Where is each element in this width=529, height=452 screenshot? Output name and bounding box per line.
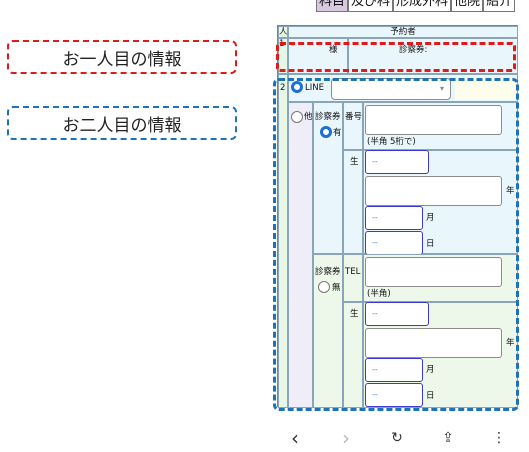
birth-era-input-2[interactable]: -- (365, 302, 429, 326)
day-label: 日 (426, 239, 435, 249)
number-label: 番号 (345, 112, 363, 122)
birth-era-value: -- (372, 157, 378, 166)
birth-day-value: -- (372, 238, 378, 247)
birth-era-value-2: -- (372, 309, 378, 318)
reservation-form: 人 予約者 1 " 様 診察券: 2 LINE ▾ 他 診察券 有 (277, 25, 518, 408)
line-extra (455, 78, 515, 100)
tel-input-cell: (半角) (363, 254, 518, 302)
share-icon[interactable]: ⇪ (442, 430, 454, 446)
tab-kamoku[interactable]: 科目 (316, 0, 349, 12)
birth-label-2: 生 (350, 309, 359, 319)
card-label: 診察券 (315, 112, 341, 122)
birth-label-cell: 生 (343, 150, 363, 254)
year-label: 年 (506, 186, 515, 196)
tab-oyobika[interactable]: 及び科 (348, 0, 394, 12)
line-label: LINE (305, 83, 324, 93)
number-label-cell: 番号 (343, 102, 363, 150)
tel-label-cell: TEL (343, 254, 363, 302)
month-label: 月 (426, 213, 435, 223)
browser-toolbar: ‹ › ↻ ⇪ ⋮ (276, 424, 518, 452)
tab-keisei[interactable]: 形成外科 (393, 0, 452, 12)
row2-index-label: 2 (280, 83, 286, 93)
other-radio[interactable] (291, 111, 303, 123)
row1-sama-label: 様 (329, 45, 338, 55)
year-label-2: 年 (506, 338, 515, 348)
birth-input-cell-2: -- 年 -- 月 -- 日 (363, 302, 518, 408)
chevron-down-icon: ▾ (439, 84, 444, 93)
tel-hint: (半角) (367, 289, 391, 299)
header-person-label: 人 (279, 27, 288, 37)
card-label-2: 診察券 (315, 267, 341, 277)
birth-label: 生 (350, 157, 359, 167)
row1-card-label: 診察券: (399, 45, 428, 55)
birth-input-cell: -- 年 -- 月 -- 日 (363, 150, 518, 255)
row1-mark: " (291, 43, 295, 53)
birth-month-input[interactable]: -- (365, 206, 423, 230)
birth-month-value: -- (372, 213, 378, 222)
back-icon[interactable]: ‹ (291, 426, 299, 450)
tel-label: TEL (345, 267, 361, 277)
row1-name-cell: " 様 (288, 38, 348, 74)
birth-era-input[interactable]: -- (365, 150, 429, 174)
header-reserver: 予約者 (288, 26, 518, 38)
tab-shoukai[interactable]: 紹介 (483, 0, 516, 12)
card-no-cell: 診察券 無 (313, 254, 343, 408)
row1-index-label: 1 (279, 39, 285, 49)
number-input-cell: (半角 5桁で) (363, 102, 518, 150)
card-number-input[interactable] (365, 105, 502, 135)
line-radio[interactable] (291, 81, 303, 93)
birth-label-cell-2: 生 (343, 302, 363, 408)
more-icon[interactable]: ⋮ (492, 430, 506, 446)
row2-index: 2 (278, 74, 288, 408)
tel-input[interactable] (365, 257, 502, 287)
birth-day-value-2: -- (372, 390, 378, 399)
birth-day-input[interactable]: -- (365, 231, 423, 255)
month-label-2: 月 (426, 365, 435, 375)
line-select[interactable]: ▾ (331, 78, 451, 100)
birth-month-value-2: -- (372, 365, 378, 374)
department-tabs: 科目 及び科 形成外科 他院 紹介 (316, 0, 516, 12)
other-column: 他 (288, 102, 313, 408)
day-label-2: 日 (426, 391, 435, 401)
phone-screen: 科目 及び科 形成外科 他院 紹介 人 予約者 1 " 様 診察券: 2 LIN… (273, 0, 519, 452)
birth-month-input-2[interactable]: -- (365, 358, 423, 382)
card-yes-radio[interactable] (320, 126, 332, 138)
other-label: 他 (304, 112, 313, 122)
birth-day-input-2[interactable]: -- (365, 383, 423, 407)
tab-tain[interactable]: 他院 (451, 0, 484, 12)
callout-first-person: お一人目の情報 (7, 40, 237, 74)
card-yes-label: 有 (333, 128, 342, 138)
birth-year-input[interactable] (365, 176, 502, 206)
header-person: 人 (278, 26, 288, 38)
header-reserver-label: 予約者 (390, 27, 416, 37)
card-no-label: 無 (332, 283, 341, 293)
forward-icon[interactable]: › (342, 426, 350, 450)
card-yes-cell: 診察券 有 (313, 102, 343, 254)
callout-second-person: お二人目の情報 (7, 106, 237, 140)
number-hint: (半角 5桁で) (367, 137, 416, 147)
row1-index: 1 (278, 38, 288, 74)
line-row: LINE ▾ (288, 74, 518, 102)
row1-card-cell: 診察券: (348, 38, 518, 74)
reload-icon[interactable]: ↻ (391, 430, 403, 446)
card-no-radio[interactable] (318, 281, 330, 293)
birth-year-input-2[interactable] (365, 328, 502, 358)
